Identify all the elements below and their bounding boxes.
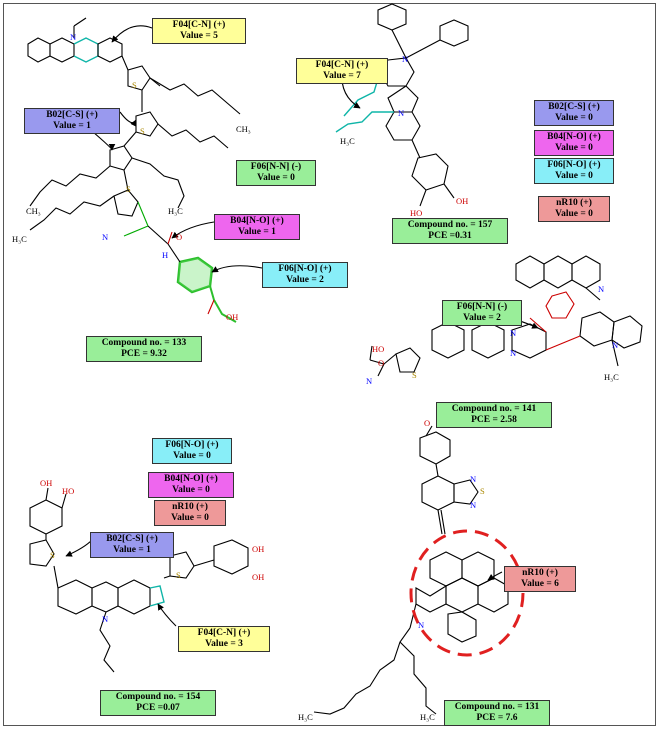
descriptor-box-f06-no: F06[N-O] (+)Value = 2 — [262, 262, 348, 288]
atom-oh: OH — [226, 312, 238, 322]
atom-n: N — [510, 328, 516, 338]
compound-133-structure — [27, 17, 263, 323]
descriptor-box-f06-no: F06[N-O] (+)Value = 0 — [152, 438, 232, 464]
atom-n: N — [102, 232, 108, 242]
descriptor-box-f06-nn: F06[N-N] (-)Value = 0 — [236, 160, 316, 186]
atom-n: N — [598, 284, 604, 294]
atom-s: S — [50, 550, 55, 560]
atom-ch3: H₃C — [168, 206, 183, 216]
atom-o: O — [378, 358, 384, 368]
atom-s: S — [480, 486, 485, 496]
atom-ch3: H₃C — [420, 712, 435, 722]
descriptor-box-f06-no: F06[N-O] (+)Value = 0 — [534, 158, 614, 184]
atom-oh: OH — [456, 196, 468, 206]
descriptor-box-nr10: nR10 (+)Value = 0 — [154, 500, 226, 526]
atom-oh: HO — [410, 208, 422, 218]
atom-oh: HO — [372, 344, 384, 354]
atom-n: N — [510, 348, 516, 358]
atom-s: S — [132, 80, 137, 90]
atom-ch3: H₃C — [604, 372, 619, 382]
descriptor-box-b02-cs: B02[C-S] (+)Value = 1 — [24, 108, 120, 134]
descriptor-box-b02-cs: B02[C-S] (+)Value = 0 — [534, 100, 614, 126]
descriptor-box-f06-nn: F06[N-N] (-)Value = 2 — [442, 300, 522, 326]
atom-o: O — [176, 232, 182, 242]
atom-n: N — [612, 340, 618, 350]
descriptor-box-b04-no: B04[N-O] (+)Value = 1 — [214, 214, 300, 240]
atom-ch3: H₃C — [298, 712, 313, 722]
atom-h: H — [162, 250, 168, 260]
atom-oh: OH — [40, 478, 52, 488]
atom-n: N — [402, 54, 408, 64]
descriptor-box-b04-no: B04[N-O] (+)Value = 0 — [148, 472, 234, 498]
atom-ch3: CH₃ — [236, 124, 251, 134]
atom-n: N — [470, 474, 476, 484]
atom-o: O — [424, 418, 430, 428]
descriptor-box-b02-cs: B02[C-S] (+)Value = 1 — [90, 532, 174, 558]
atom-n: N — [398, 108, 404, 118]
atom-n: N — [418, 620, 424, 630]
atom-s: S — [140, 126, 145, 136]
descriptor-box-f04-cn: F04[C-N] (+)Value = 3 — [178, 626, 270, 652]
atom-n: N — [70, 32, 76, 42]
figure-border — [3, 3, 656, 726]
atom-s: S — [126, 184, 131, 194]
atom-s: S — [176, 570, 181, 580]
descriptor-box-f04-cn: F04[C-N] (+)Value = 5 — [152, 18, 246, 44]
descriptor-box-nr10: nR10 (+)Value = 0 — [538, 196, 610, 222]
atom-ch3: H₃C — [12, 234, 27, 244]
compound-157-structure — [335, 3, 469, 207]
atom-oh: OH — [252, 572, 264, 582]
atom-n: N — [470, 500, 476, 510]
atom-oh: HO — [62, 486, 74, 496]
atom-n: N — [102, 614, 108, 624]
descriptor-box-nr10: nR10 (+)Value = 6 — [504, 566, 576, 592]
descriptor-box-b04-no: B04[N-O] (+)Value = 0 — [534, 130, 614, 156]
atom-oh: OH — [252, 544, 264, 554]
descriptor-box-f04-cn: F04[C-N] (+)Value = 7 — [296, 58, 388, 84]
atom-n: N — [366, 376, 372, 386]
atom-s: S — [412, 370, 417, 380]
atom-ch3: CH₃ — [26, 206, 41, 216]
compound-131-structure — [313, 425, 525, 715]
atom-ch3: H₃C — [340, 136, 355, 146]
